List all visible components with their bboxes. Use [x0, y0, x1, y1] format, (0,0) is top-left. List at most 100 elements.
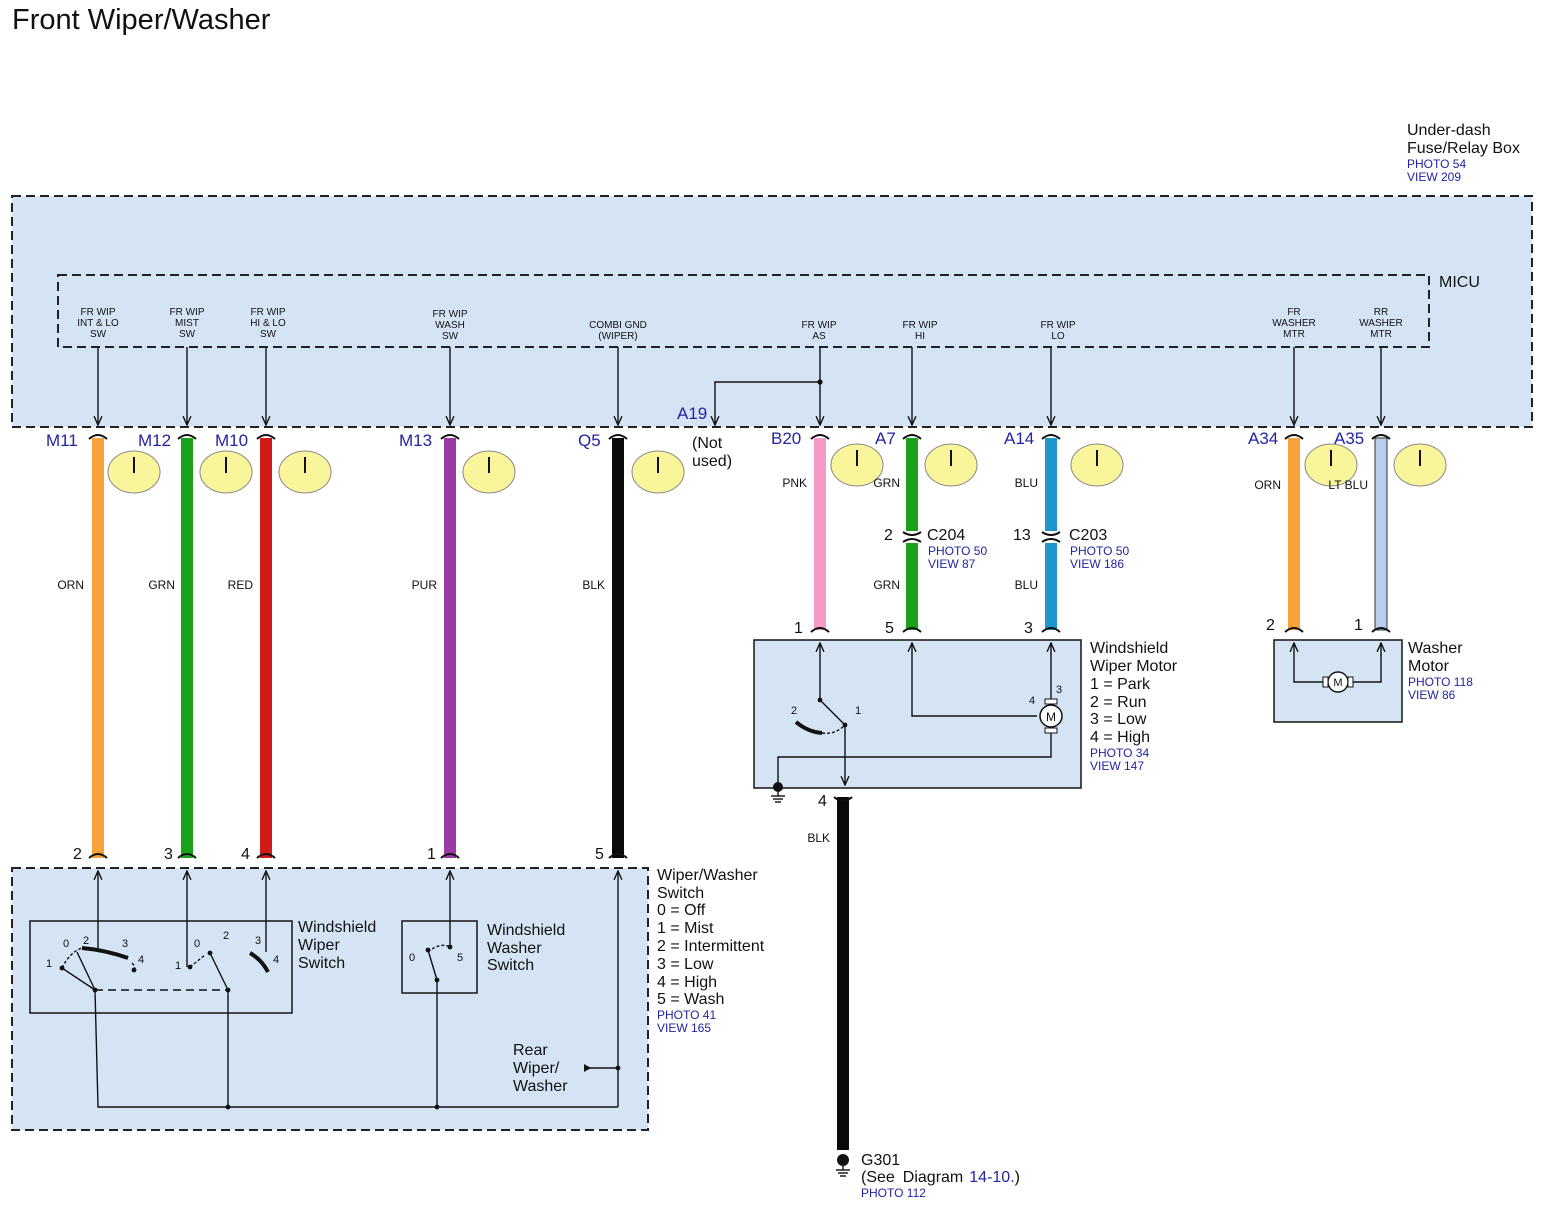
- sw-pos-label: 0: [409, 952, 415, 964]
- terminal-label: WASHER: [1272, 318, 1316, 329]
- cup: [256, 434, 276, 440]
- sw-dot: [92, 987, 98, 993]
- terminal-label: WASHER: [1359, 318, 1403, 329]
- washer-lead: [1352, 643, 1381, 683]
- wiper-switch-name: Wiper: [298, 937, 340, 954]
- switch-photo[interactable]: PHOTO 41: [657, 1008, 716, 1022]
- g301-see-suffix: ): [1015, 1169, 1020, 1186]
- wire-color-label: ORN: [1254, 478, 1281, 492]
- terminal-label: (WIPER): [598, 331, 637, 342]
- terminal-label: FR WIP: [1041, 320, 1076, 331]
- wire-color-label: ORN: [57, 578, 84, 592]
- terminal-label: SW: [442, 331, 459, 342]
- switch-pin: 5: [595, 846, 604, 863]
- cup: [608, 853, 628, 859]
- sw-washer-blade: [427, 949, 438, 981]
- c204-pin: 2: [884, 527, 893, 544]
- sw-dot: [447, 944, 453, 950]
- terminal-label: MTR: [1283, 329, 1305, 340]
- terminal-label: LO: [1051, 331, 1065, 342]
- terminal-label: COMBI GND: [589, 320, 647, 331]
- switch-view[interactable]: VIEW 165: [657, 1021, 711, 1035]
- sw-dot: [434, 1104, 440, 1110]
- sw-b-contact: [248, 951, 270, 973]
- motor-symbol: M: [1046, 710, 1056, 724]
- fuse-box-photo[interactable]: PHOTO 54: [1407, 157, 1466, 171]
- fuse-relay-box: [11, 195, 1533, 428]
- washer-pin: 2: [1266, 617, 1275, 634]
- cup: [608, 434, 628, 440]
- connector-a7[interactable]: A7: [875, 429, 896, 448]
- sw-pos-label: 5: [457, 952, 463, 964]
- sw-dot: [131, 967, 137, 973]
- micu-label: MICU: [1439, 274, 1480, 291]
- wiper-switch-name: Windshield: [298, 919, 376, 936]
- motor-icon: [1039, 704, 1063, 728]
- wm-lead: [819, 699, 846, 726]
- c203-photo[interactable]: PHOTO 50: [1070, 544, 1129, 558]
- sw-pos-label: 2: [223, 930, 229, 942]
- connector-m13[interactable]: M13: [399, 431, 432, 450]
- junction-dot: [817, 379, 823, 385]
- washer-pin: 1: [1354, 617, 1363, 634]
- c203-view[interactable]: VIEW 186: [1070, 557, 1124, 571]
- g301-see-prefix: (See: [861, 1169, 895, 1186]
- cup: [1284, 434, 1304, 440]
- cup: [1371, 627, 1391, 633]
- connector-a19[interactable]: A19: [677, 404, 707, 423]
- wiper-motor-view[interactable]: VIEW 147: [1090, 759, 1144, 773]
- wiper-motor-photo[interactable]: PHOTO 34: [1090, 746, 1149, 760]
- washer-motor-name-1: Washer: [1408, 640, 1463, 657]
- sw-pos-label: 4: [273, 954, 279, 966]
- wm-ground-dot: [773, 782, 783, 792]
- wiper-motor-pin: 1: [794, 620, 803, 637]
- c203-name[interactable]: C203: [1069, 527, 1107, 544]
- connector-m11[interactable]: M11: [46, 431, 78, 450]
- washer-switch-name: Washer: [487, 940, 542, 957]
- motor-brush-icon: [1044, 698, 1058, 705]
- g301-see-text: Diagram: [903, 1169, 963, 1186]
- sw-dot: [225, 987, 231, 993]
- not-used-label-1: (Not: [692, 435, 723, 452]
- terminal-label: HI & LO: [250, 318, 286, 329]
- c204-photo[interactable]: PHOTO 50: [928, 544, 987, 558]
- terminal-label: SW: [179, 329, 196, 340]
- switch-legend: 5 = Wash: [657, 991, 724, 1008]
- connector-b20[interactable]: B20: [771, 429, 801, 448]
- switch-legend: 2 = Intermittent: [657, 938, 765, 955]
- connector-m12[interactable]: M12: [138, 431, 171, 450]
- connector-m10[interactable]: M10: [215, 431, 248, 450]
- sw-dot: [225, 1104, 231, 1110]
- connector-a34[interactable]: A34: [1248, 429, 1278, 448]
- windshield-washer-switch-box: [401, 920, 478, 994]
- sw-pos-label: 2: [83, 935, 89, 947]
- switch-name-2: Switch: [657, 885, 704, 902]
- washer-motor-view[interactable]: VIEW 86: [1408, 688, 1456, 702]
- washer-motor-photo[interactable]: PHOTO 118: [1408, 675, 1473, 689]
- terminal-label: FR WIP: [81, 307, 116, 318]
- wm-position-label: 3: [1056, 684, 1062, 696]
- switch-legend: 1 = Mist: [657, 920, 714, 937]
- connector-a35[interactable]: A35: [1334, 429, 1364, 448]
- sw-dot: [59, 965, 65, 971]
- connector-a14[interactable]: A14: [1004, 429, 1034, 448]
- fuse-box-view[interactable]: VIEW 209: [1407, 170, 1461, 184]
- g301-photo[interactable]: PHOTO 112: [861, 1186, 926, 1200]
- rear-wiper-label: Rear: [513, 1042, 548, 1059]
- connector-q5[interactable]: Q5: [578, 431, 601, 450]
- cup: [88, 434, 108, 440]
- cup: [810, 627, 830, 633]
- terminal-label: FR WIP: [170, 307, 205, 318]
- g301-see: (See Diagram 14-10.): [861, 1169, 1020, 1186]
- sw-a-arc: [61, 947, 83, 969]
- terminal-label: RR: [1374, 307, 1388, 318]
- fuse-box-name-1: Under-dash: [1407, 122, 1491, 139]
- g301-diagram-link[interactable]: 14-10.: [969, 1169, 1014, 1186]
- c204-view[interactable]: VIEW 87: [928, 557, 976, 571]
- wiper-motor-legend: 2 = Run: [1090, 694, 1146, 711]
- cup: [440, 853, 460, 859]
- c204-name[interactable]: C204: [927, 527, 965, 544]
- wm-lead: [777, 731, 1052, 786]
- switch-pin: 1: [427, 846, 436, 863]
- rear-wiper-label: Washer: [513, 1078, 568, 1095]
